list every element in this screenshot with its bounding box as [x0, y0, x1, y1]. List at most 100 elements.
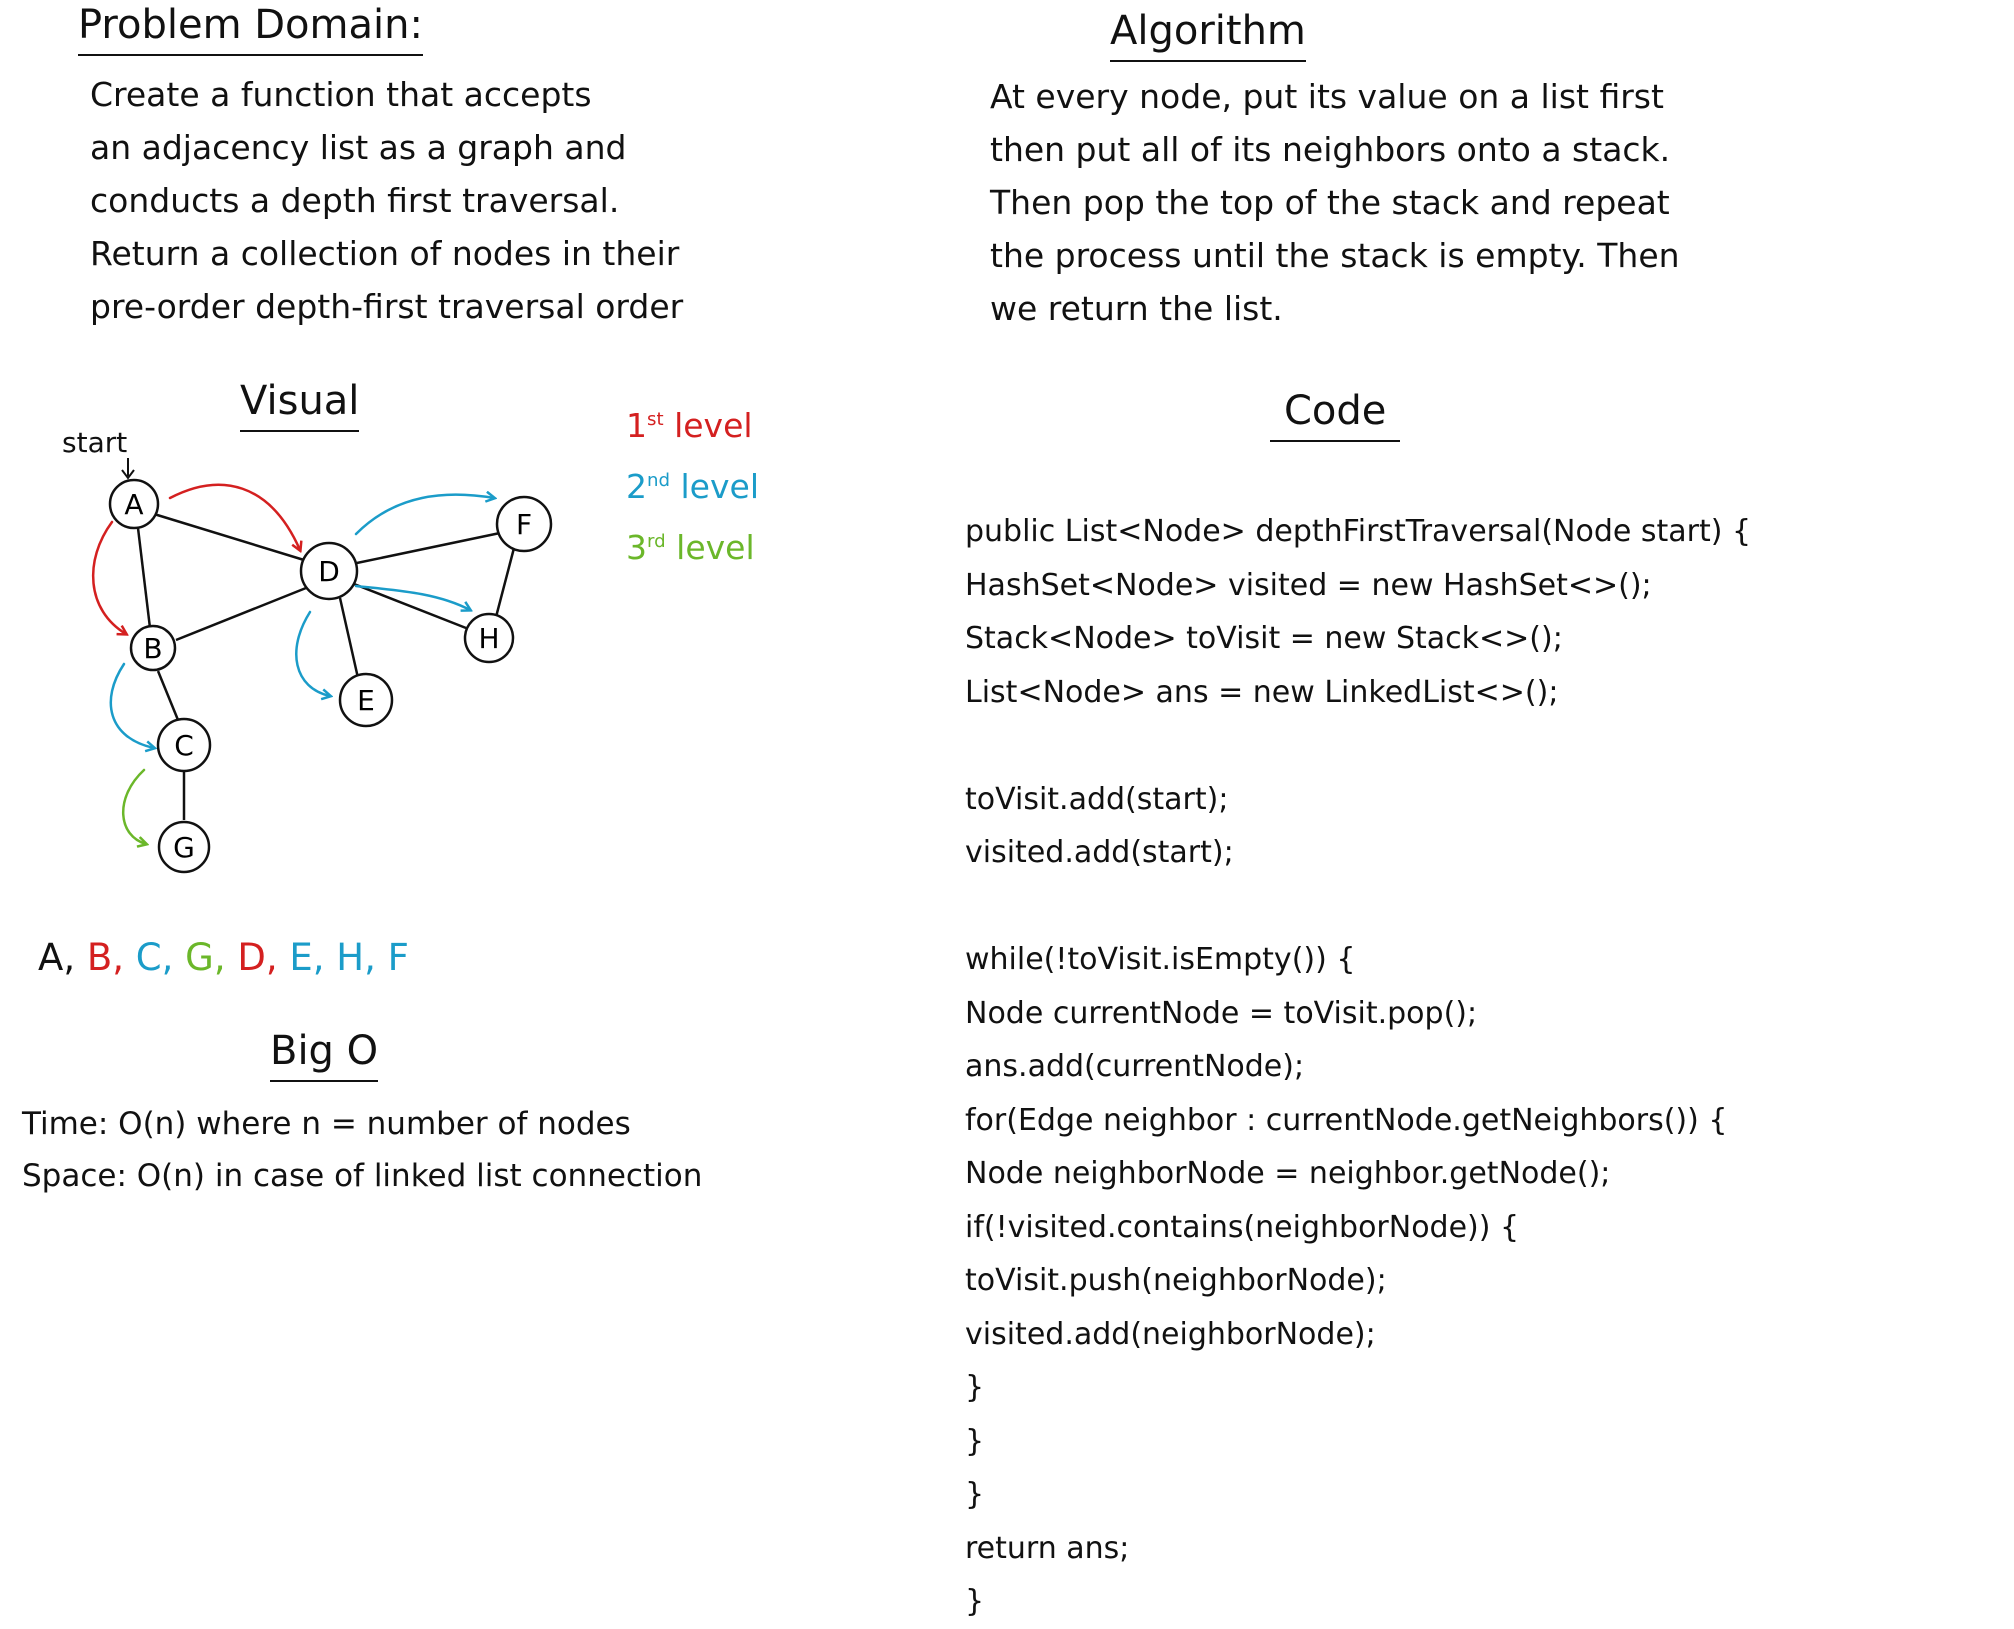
big-o-title: Big O [270, 1028, 379, 1082]
code-line [965, 719, 1751, 773]
graph-edges [136, 512, 516, 820]
code-title: Code [1270, 388, 1401, 442]
legend-suffix: rd [647, 531, 666, 552]
graph-node-f: F [495, 495, 553, 553]
traversal-item: F [387, 936, 409, 979]
traversal-arrows [91, 483, 494, 844]
problem-domain-line: Return a collection of nodes in their [90, 234, 680, 273]
edge-b-c [156, 670, 180, 721]
code-line: return ans; [965, 1530, 1130, 1566]
traversal-item: B [86, 936, 113, 979]
graph-node-c: C [156, 717, 212, 773]
traversal-item: , [112, 936, 136, 979]
code-line: ans.add(currentNode); [965, 1049, 1305, 1084]
code-block: public List<Node> depthFirstTraversal(No… [965, 505, 1751, 1629]
algorithm-text: At every node, put its value on a list f… [990, 70, 1680, 335]
problem-domain-text: Create a function that accepts an adjace… [90, 68, 683, 333]
problem-domain-line: conducts a depth first traversal. [90, 181, 620, 220]
algorithm-line: At every node, put its value on a list f… [990, 77, 1664, 116]
code-line: Node currentNode = toVisit.pop(); [965, 995, 1478, 1031]
arrow-a-b [91, 520, 126, 634]
code-line: } [965, 1477, 985, 1512]
edge-d-f [351, 531, 501, 566]
edge-d-h [353, 582, 467, 630]
edge-a-b [136, 527, 152, 629]
start-label: start [62, 426, 127, 459]
node-label: F [516, 508, 532, 541]
algorithm-section: Algorithm [1110, 8, 1306, 62]
code-line: } [965, 1584, 985, 1619]
code-line: List<Node> ans = new LinkedList<>(); [965, 674, 1559, 710]
algorithm-title: Algorithm [1110, 8, 1306, 62]
traversal-item: , [265, 936, 290, 979]
graph-node-b: B [129, 624, 177, 672]
algorithm-line: Then pop the top of the stack and repeat [990, 183, 1670, 222]
arrow-d-e [295, 610, 330, 696]
graph-node-d: D [299, 541, 359, 601]
code-line: Node neighborNode = neighbor.getNode(); [965, 1156, 1611, 1191]
level-legend: 1st level 2nd level 3rd level [626, 392, 759, 575]
node-label: B [143, 632, 162, 665]
node-label: A [124, 488, 143, 521]
edge-f-h [494, 547, 516, 618]
traversal-item: D [237, 936, 266, 979]
node-label: E [357, 684, 375, 717]
traversal-result: A, B, C, G, D, E, H, F [38, 936, 409, 979]
code-line: toVisit.add(start); [965, 781, 1229, 817]
graph-nodes: A B C D E F G H [108, 478, 553, 874]
visual-section: Visual [240, 378, 360, 432]
legend-word: level [676, 528, 755, 567]
algorithm-line: the process until the stack is empty. Th… [990, 236, 1680, 275]
legend-level-3: 3rd level [626, 514, 759, 575]
graph-node-a: A [108, 478, 160, 530]
traversal-item: G [185, 936, 214, 979]
node-label: C [174, 729, 194, 762]
code-line: if(!visited.contains(neighborNode)) { [965, 1209, 1520, 1245]
edge-d-e [338, 597, 360, 679]
big-o-time: Time: O(n) where n = number of nodes [22, 1106, 631, 1142]
legend-number: 2 [626, 467, 647, 506]
algorithm-line: we return the list. [990, 289, 1283, 328]
arrow-b-c [109, 662, 154, 748]
visual-title: Visual [240, 378, 360, 432]
legend-suffix: nd [647, 470, 671, 491]
big-o-space: Space: O(n) in case of linked list conne… [22, 1158, 703, 1194]
big-o-text: Time: O(n) where n = number of nodes Spa… [22, 1098, 702, 1202]
legend-level-2: 2nd level [626, 453, 759, 514]
code-line: public List<Node> depthFirstTraversal(No… [965, 514, 1752, 549]
legend-number: 3 [626, 528, 647, 567]
code-line: Stack<Node> toVisit = new Stack<>(); [965, 621, 1563, 656]
graph-node-e: E [338, 672, 394, 728]
problem-domain-line: Create a function that accepts [90, 75, 592, 114]
traversal-item: E [289, 936, 313, 979]
problem-domain-title: Problem Domain: [78, 2, 423, 56]
node-label: G [173, 831, 195, 864]
edge-a-d [153, 512, 305, 562]
node-label: H [478, 622, 499, 655]
problem-domain-line: pre-order depth-first traversal order [90, 287, 684, 326]
arrow-d-h [354, 584, 470, 610]
traversal-item: H [336, 936, 365, 979]
code-line: visited.add(neighborNode); [965, 1316, 1376, 1352]
start-arrow [121, 458, 135, 480]
code-line [965, 880, 1751, 934]
arrow-d-f [354, 495, 494, 536]
arrow-c-g [121, 768, 146, 844]
traversal-item: , [63, 936, 87, 979]
code-line: for(Edge neighbor : currentNode.getNeigh… [965, 1102, 1728, 1138]
code-line: HashSet<Node> visited = new HashSet<>(); [965, 567, 1652, 603]
traversal-item: C [135, 936, 162, 979]
arrow-a-d [168, 483, 300, 550]
legend-word: level [674, 406, 753, 445]
code-line: } [965, 1423, 985, 1459]
code-line: toVisit.push(neighborNode); [965, 1263, 1387, 1298]
legend-suffix: st [647, 409, 664, 430]
traversal-item: , [364, 936, 388, 979]
legend-level-1: 1st level [626, 392, 759, 453]
traversal-item: , [312, 936, 337, 979]
legend-word: level [680, 467, 759, 506]
graph-node-h: H [463, 612, 515, 664]
traversal-item: , [161, 936, 186, 979]
code-section: Code [1270, 388, 1401, 442]
code-line: while(!toVisit.isEmpty()) { [965, 942, 1356, 977]
